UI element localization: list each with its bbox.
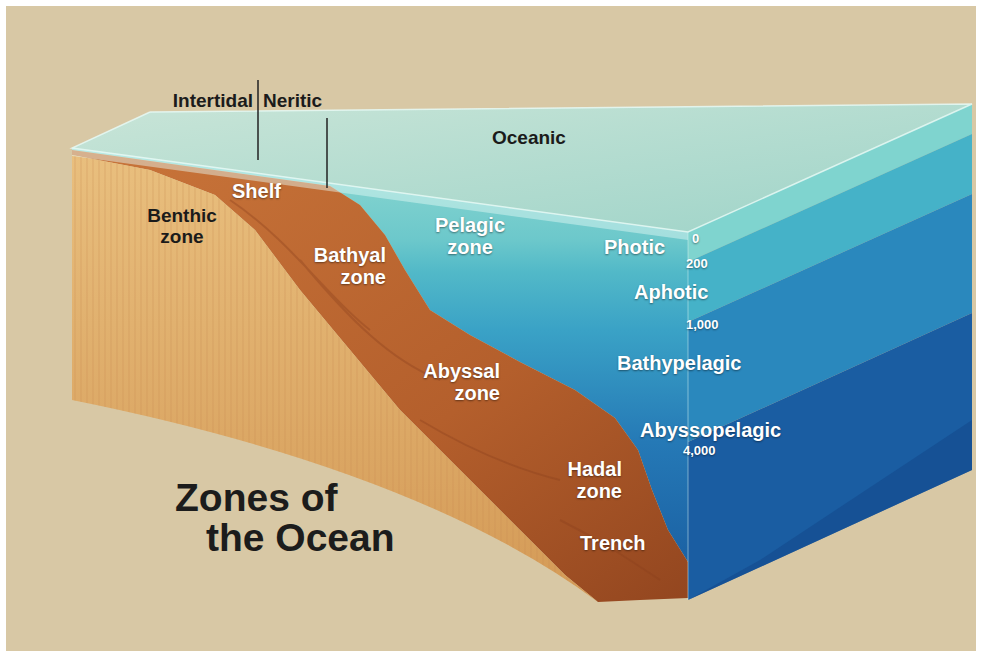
zone-label: Shelf — [232, 180, 281, 202]
zone-label: Neritic — [263, 91, 322, 112]
deep-shade — [688, 420, 972, 600]
divider-line — [326, 118, 328, 188]
zone-label: Oceanic — [492, 128, 566, 149]
divider-line — [257, 80, 259, 160]
zone-label: Aphotic — [634, 281, 708, 303]
depth-number: 1,000 — [686, 318, 719, 332]
zone-label: Abyssal zone — [423, 360, 500, 404]
zone-label: Intertidal — [173, 91, 253, 112]
land-front-face — [72, 155, 598, 602]
depth-number: 200 — [686, 257, 708, 271]
diagram-title: Zones of the Ocean — [175, 478, 400, 558]
zone-label: Trench — [580, 532, 646, 554]
depth-number: 4,000 — [683, 444, 716, 458]
zone-label: Hadal zone — [568, 458, 622, 502]
zone-label: Pelagic zone — [435, 214, 505, 258]
depth-number: 0 — [692, 232, 699, 246]
zone-label: Benthic zone — [147, 206, 217, 248]
land-texture — [72, 155, 598, 602]
background — [6, 6, 976, 651]
zone-label: Bathypelagic — [617, 352, 741, 374]
zone-label: Abyssopelagic — [640, 419, 781, 441]
zone-label: Bathyal zone — [314, 244, 386, 288]
zone-label: Photic — [604, 236, 665, 258]
